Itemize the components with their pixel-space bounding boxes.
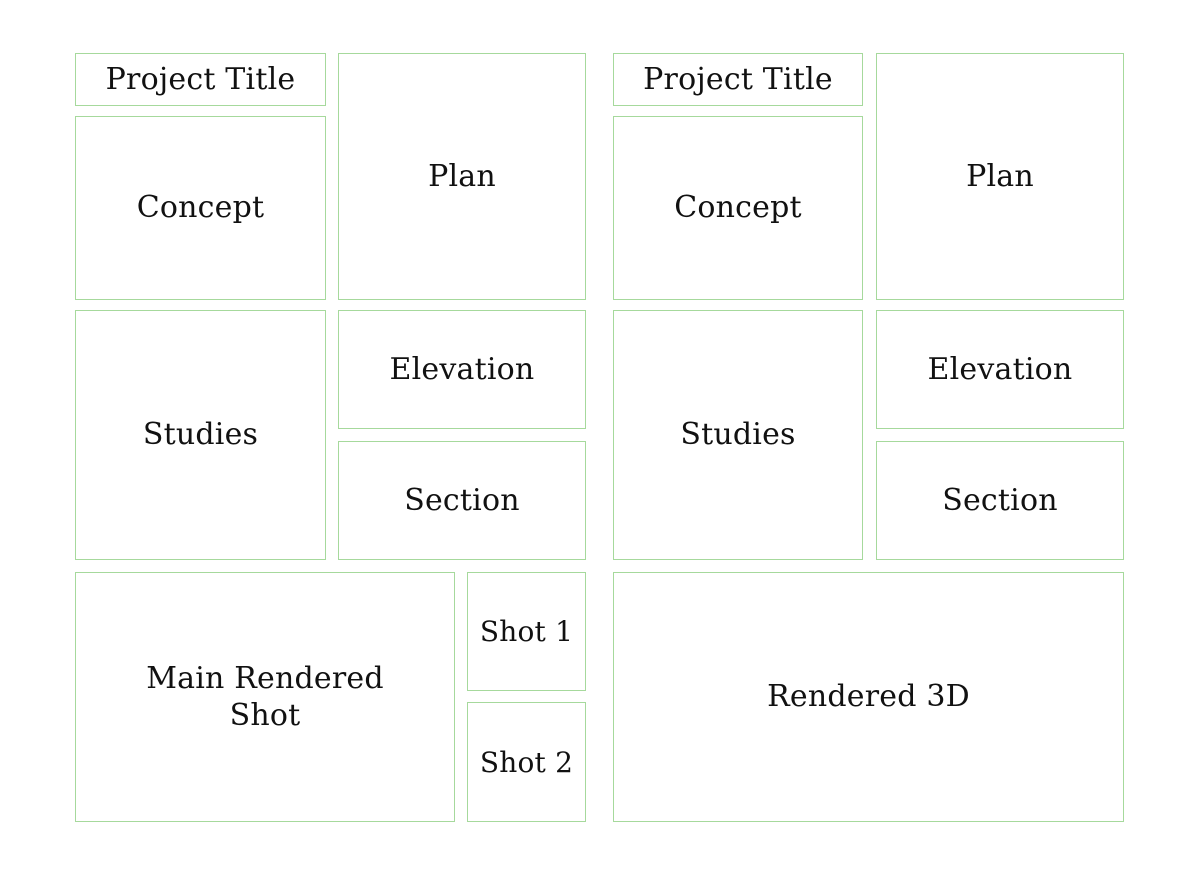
- left-shot-1-box: Shot 1: [467, 572, 586, 691]
- right-elevation-label: Elevation: [927, 351, 1073, 387]
- left-shot-2-label: Shot 2: [479, 745, 574, 779]
- right-plan-box: Plan: [876, 53, 1124, 300]
- left-elevation-label: Elevation: [389, 351, 535, 387]
- left-section-label: Section: [404, 482, 520, 518]
- right-rendered-3d-box: Rendered 3D: [613, 572, 1124, 822]
- right-studies-label: Studies: [680, 417, 796, 453]
- left-shot-1-label: Shot 1: [479, 615, 574, 648]
- left-plan-label: Plan: [428, 159, 496, 194]
- left-project-title-box: Project Title: [75, 53, 326, 106]
- left-studies-box: Studies: [75, 310, 326, 560]
- left-section-box: Section: [338, 441, 586, 560]
- right-plan-label: Plan: [966, 159, 1034, 194]
- left-shot-2-box: Shot 2: [467, 702, 586, 822]
- right-elevation-box: Elevation: [876, 310, 1124, 429]
- left-project-title-label: Project Title: [105, 61, 296, 97]
- right-section-label: Section: [942, 482, 1058, 518]
- left-concept-box: Concept: [75, 116, 326, 300]
- right-project-title-label: Project Title: [643, 61, 833, 97]
- right-rendered-3d-label: Rendered 3D: [767, 679, 970, 715]
- left-plan-box: Plan: [338, 53, 586, 300]
- left-main-rendered-shot-box: Main Rendered Shot: [75, 572, 455, 822]
- left-concept-label: Concept: [136, 190, 265, 226]
- right-project-title-box: Project Title: [613, 53, 863, 106]
- left-main-rendered-shot-label: Main Rendered Shot: [146, 660, 384, 734]
- left-elevation-box: Elevation: [338, 310, 586, 429]
- right-concept-label: Concept: [674, 190, 802, 226]
- right-studies-box: Studies: [613, 310, 863, 560]
- right-concept-box: Concept: [613, 116, 863, 300]
- right-section-box: Section: [876, 441, 1124, 560]
- left-studies-label: Studies: [142, 417, 259, 453]
